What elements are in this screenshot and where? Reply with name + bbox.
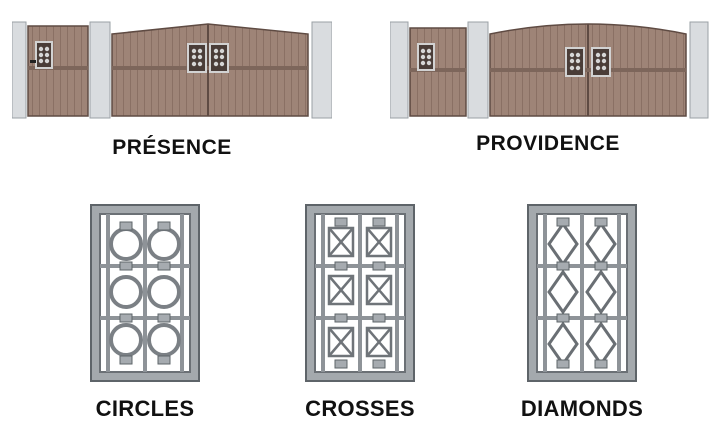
grille-circles-label: CIRCLES <box>95 396 195 421</box>
grille-diamonds-illustration <box>527 204 637 382</box>
grille-crosses-label: CROSSES <box>305 396 415 421</box>
gate-providence-label: PROVIDENCE <box>476 132 620 155</box>
grille-crosses-illustration <box>305 204 415 382</box>
grille-crosses-drawing <box>305 204 415 382</box>
grille-diamonds-label: DIAMONDS <box>520 396 644 421</box>
grille-diamonds-drawing <box>527 204 637 382</box>
grille-circles-drawing <box>90 204 200 382</box>
gate-presence-label: PRÉSENCE <box>112 136 232 159</box>
grille-circles-illustration <box>90 204 200 382</box>
gate-presence-illustration <box>12 14 332 122</box>
gate-providence-illustration <box>390 14 710 122</box>
gate-presence-drawing <box>12 21 332 119</box>
gate-providence-drawing <box>390 21 709 119</box>
